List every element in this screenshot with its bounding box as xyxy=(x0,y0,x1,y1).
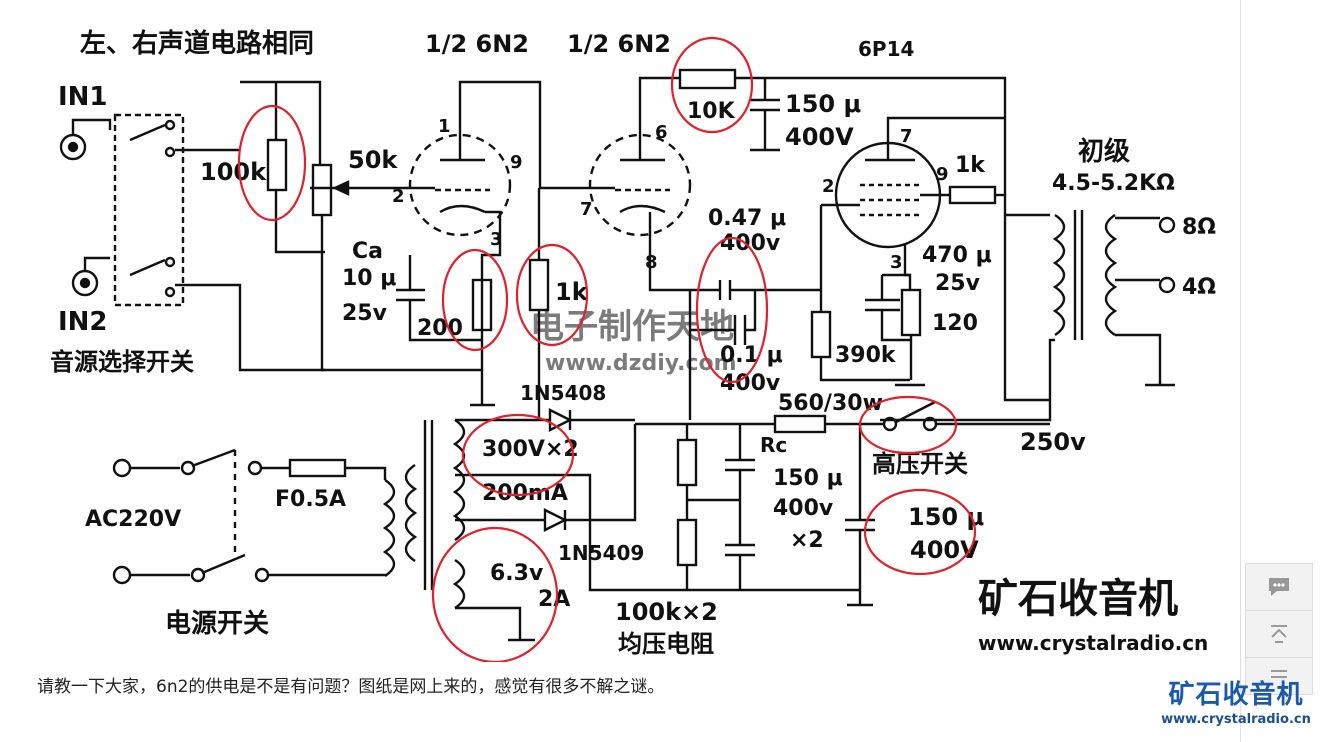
cap01-voltage-label: 400v xyxy=(720,371,781,396)
watermark-cn: 矿石收音机 xyxy=(978,576,1178,622)
r390k-label: 390k xyxy=(835,343,897,368)
source-switch-label: 音源选择开关 xyxy=(50,348,194,376)
side-toolbar xyxy=(1245,563,1313,695)
vol50k-label: 50k xyxy=(348,146,398,174)
comment-icon[interactable] xyxy=(1246,564,1312,611)
page-edge xyxy=(1240,0,1241,742)
sec2a-label: 2A xyxy=(538,587,570,612)
pin-label: 6 xyxy=(655,122,668,143)
in1-label: IN1 xyxy=(58,82,108,112)
cap150-a-label: 150 μ xyxy=(785,90,861,118)
pin-label: 8 xyxy=(645,252,658,273)
circuit-schematic: 电子制作天地 www.dzdiy.com 左、右声道电路相同 1/2 6N2 1… xyxy=(50,28,1216,662)
ca-label: Ca xyxy=(352,239,383,264)
pin-label: 7 xyxy=(580,199,593,220)
pin-label: 2 xyxy=(822,176,835,197)
in2-label: IN2 xyxy=(58,307,108,337)
r100k-x2-label: 100k×2 xyxy=(615,598,718,626)
primary-label: 初级 xyxy=(1078,136,1130,167)
back-to-top-icon[interactable] xyxy=(1246,611,1312,658)
hv-switch-label: 高压开关 xyxy=(872,450,968,478)
tube2-label: 1/2 6N2 xyxy=(567,30,671,58)
power-switch-label: 电源开关 xyxy=(165,609,269,639)
cap01-label: 0.1 μ xyxy=(720,343,783,368)
pin-label: 3 xyxy=(490,229,503,250)
ca-value-label: 10 μ xyxy=(342,266,396,291)
watermark-url: www.crystalradio.cn xyxy=(978,631,1208,655)
out4-label: 4Ω xyxy=(1182,275,1216,300)
cap150-b-voltage-label: 400V xyxy=(910,536,979,564)
v250-label: 250v xyxy=(1020,428,1086,456)
r100k-label: 100k xyxy=(200,158,267,186)
cap-rc-voltage-label: 400v xyxy=(773,496,834,521)
tube3-label: 6P14 xyxy=(858,37,914,61)
primary-value-label: 4.5-5.2KΩ xyxy=(1052,171,1175,196)
r1k-a-label: 1k xyxy=(555,278,589,306)
cap-rc-label: 150 μ xyxy=(773,466,843,491)
cap470-voltage-label: 25v xyxy=(935,271,981,296)
site-watermark-cn: 矿石收音机 xyxy=(1168,680,1304,710)
r120-label: 120 xyxy=(932,311,978,336)
pin-label: 7 xyxy=(900,126,913,147)
r560-label: 560/30w xyxy=(778,391,883,416)
diode2-label: 1N5409 xyxy=(558,541,644,565)
fuse-label: F0.5A xyxy=(275,487,346,512)
r10k-label: 10K xyxy=(687,99,736,124)
title-label: 左、右声道电路相同 xyxy=(80,28,314,59)
cap150-a-voltage-label: 400V xyxy=(785,123,854,151)
site-watermark-url: www.crystalradio.cn xyxy=(1161,712,1311,727)
pin-label: 9 xyxy=(936,164,949,185)
cap-rc-multiplier-label: ×2 xyxy=(790,528,824,553)
tube1-label: 1/2 6N2 xyxy=(425,30,529,58)
rc-label: Rc xyxy=(760,433,787,457)
ca-voltage-label: 25v xyxy=(342,301,388,326)
cap047-label: 0.47 μ xyxy=(708,206,786,231)
r1k-b-label: 1k xyxy=(955,153,986,178)
diode1-label: 1N5408 xyxy=(520,381,606,405)
pin-label: 1 xyxy=(438,116,451,137)
mid-watermark-text: 电子制作天地 xyxy=(530,307,734,347)
ac-label: AC220V xyxy=(85,507,181,532)
pin-label: 3 xyxy=(890,252,903,273)
sec63-label: 6.3v xyxy=(490,561,544,586)
cap470-label: 470 μ xyxy=(922,243,992,268)
site-watermark: 矿石收音机 www.crystalradio.cn xyxy=(1150,678,1322,727)
pin-label: 9 xyxy=(510,152,523,173)
pin-label: 2 xyxy=(392,186,405,207)
list-icon[interactable] xyxy=(1246,658,1312,694)
post-text: 请教一下大家，6n2的供电是不是有问题？图纸是网上来的，感觉有很多不解之谜。 xyxy=(37,677,665,697)
out8-label: 8Ω xyxy=(1182,215,1216,240)
sec300-label: 300V×2 xyxy=(482,437,579,462)
equal-resistor-label: 均压电阻 xyxy=(618,630,714,658)
cap047-voltage-label: 400v xyxy=(720,231,781,256)
r200-label: 200 xyxy=(417,316,463,341)
